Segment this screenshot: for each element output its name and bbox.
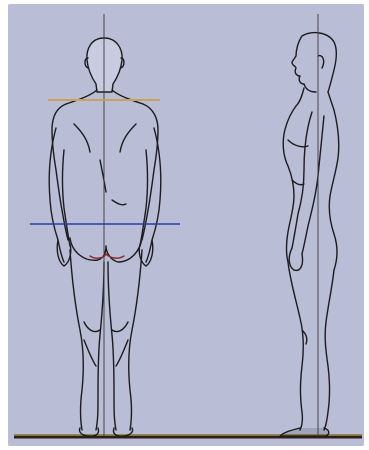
- back-scapula-left: [74, 124, 90, 152]
- side-leg-back: [324, 270, 334, 430]
- side-hand: [289, 248, 302, 270]
- side-ear: [318, 56, 324, 68]
- back-calf-left: [84, 340, 96, 366]
- back-leg-right: [108, 250, 142, 430]
- back-scapula-right: [120, 124, 136, 152]
- back-torso: [52, 104, 158, 240]
- back-view-figure: [49, 38, 161, 436]
- side-foot: [280, 428, 329, 436]
- side-torso-back: [329, 110, 339, 270]
- side-head: [292, 33, 336, 92]
- back-buttocks: [70, 238, 142, 262]
- back-knee-left: [84, 322, 100, 332]
- back-knee-right: [112, 322, 128, 332]
- side-leg-front: [288, 262, 303, 430]
- back-calf-right: [116, 340, 128, 366]
- back-gluteal-mark: [90, 254, 124, 258]
- side-view-figure: [280, 33, 339, 436]
- back-spine-detail: [100, 160, 106, 192]
- back-lower-detail: [112, 200, 126, 205]
- back-leg-left: [70, 250, 104, 430]
- side-abdomen-detail: [292, 180, 304, 185]
- back-head: [87, 38, 122, 92]
